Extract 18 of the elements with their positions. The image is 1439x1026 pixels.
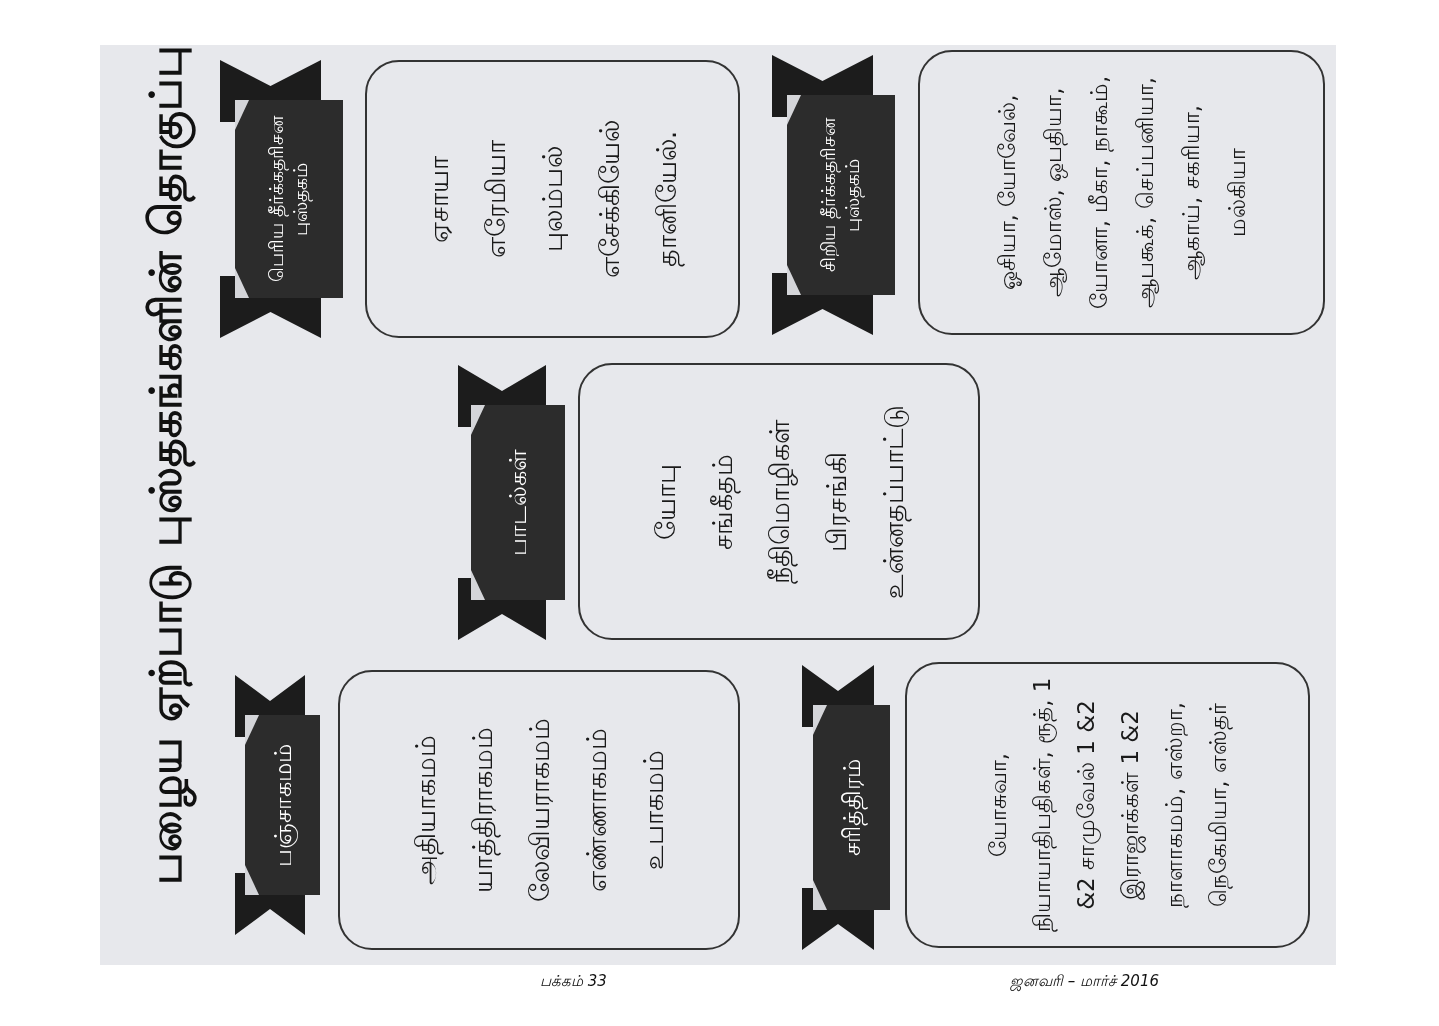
book-list: யோபு சங்கீதம் நீதிமொழிகள் பிரசங்கி உன்னதப்பாட்டு: [636, 404, 922, 599]
banner-label: பஞ்சாகமம்: [267, 742, 298, 869]
rounded-box: [905, 662, 1310, 948]
rounded-box: [365, 60, 740, 338]
banner-label: சரித்திரம்: [836, 758, 867, 858]
banner-label: பாடல்கள்: [503, 448, 533, 558]
rounded-box: [918, 50, 1325, 335]
banner-label: பெரிய தீர்க்கதரிசன புஸ்தகம்: [265, 114, 313, 285]
book-list: அதியாகமம் யாத்திராகமம் லேவியராகமம் எண்ணாகமம் உபாகமம்: [396, 718, 682, 902]
book-list: ஏசாயா எரேமியா புலம்பல் எசேக்கியேல் தானியேல்.: [410, 120, 695, 278]
date-label: ஜனவரி – மார்ச் 2016: [1010, 972, 1159, 992]
page-title: பழைய ஏற்பாடு புஸ்தகங்களின் தொகுப்பு: [140, 45, 197, 885]
banner-label: சிறிய தீர்க்கதரிசன புஸ்தகம்: [817, 116, 865, 275]
book-list: யோசுவா, நியாயாதிபதிகள், ரூத், 1 &2 சாமுவேல் 1 &2 இராஜாக்கள் 1 &2 நாளாகமம், எஸ்றா, நெகேமியா, எஸ்தர்: [975, 667, 1240, 943]
page-number: பக்கம் 33: [540, 972, 607, 992]
rounded-box: [578, 363, 980, 640]
book-list: ஓசியா, யோவேல், ஆமோஸ், ஒபதியா, யோனா, மீகா, நாகூம், ஆபகூக், செப்பனியா, ஆகாய், சகரியா, மல்கியா: [983, 61, 1260, 324]
rounded-box: [338, 670, 740, 950]
